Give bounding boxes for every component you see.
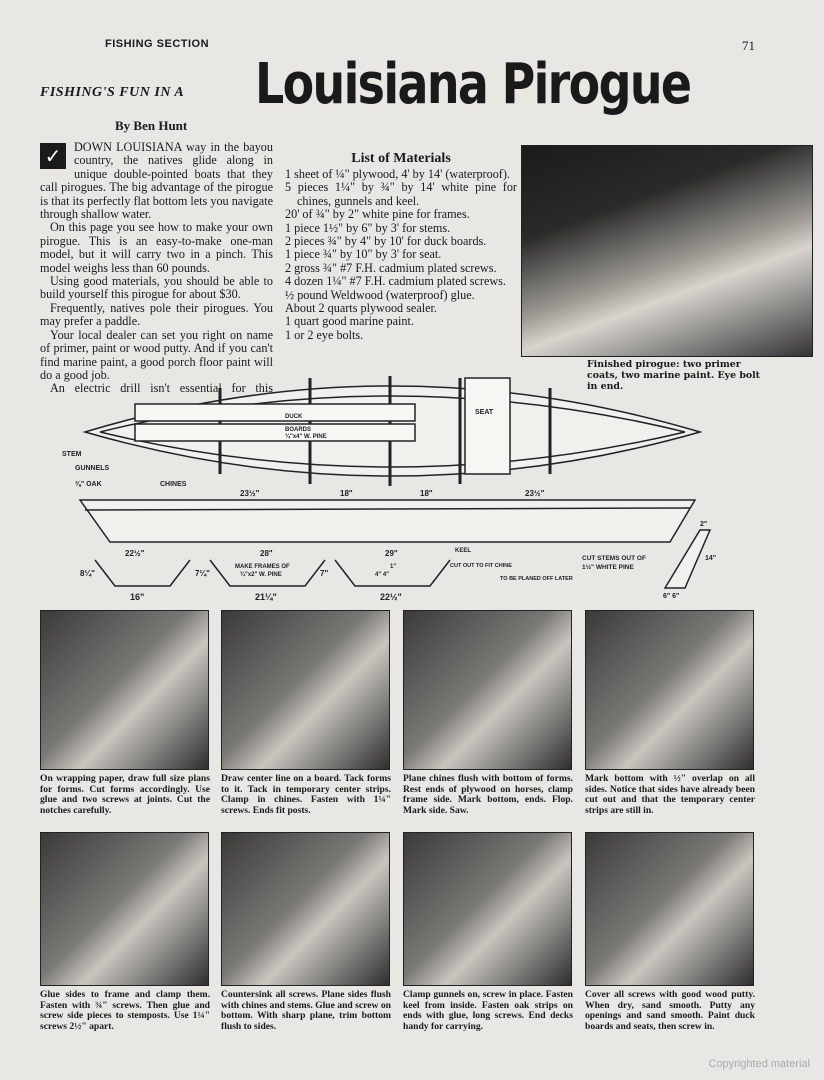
label-oak: ⅜" OAK (75, 481, 102, 488)
material-item: 2 pieces ¾" by 4" by 10' for duck boards… (285, 234, 487, 249)
frame-2-bottom-dim: 21¼" (255, 592, 277, 602)
dim-4: 23½" (525, 489, 545, 498)
material-item: 4 dozen 1¼" #7 F.H. cadmium plated screw… (285, 274, 506, 289)
step-photo (403, 610, 572, 770)
material-item: 1 sheet of ¼" plywood, 4' by 14' (waterp… (285, 167, 510, 181)
step-photo (40, 832, 209, 986)
svg-text:7¼": 7¼" (195, 569, 210, 578)
seat (464, 377, 511, 475)
paragraph: On this page you see how to make your ow… (40, 220, 273, 275)
svg-text:4" 4": 4" 4" (375, 572, 389, 578)
step-caption: Plane chines flush with bottom of forms.… (403, 773, 573, 816)
step-caption: On wrapping paper, draw full size plans … (40, 773, 210, 816)
paragraph: An electric drill isn't essential for th… (40, 382, 273, 396)
dim-2: 18" (340, 489, 353, 498)
label-duck: DUCK (285, 414, 303, 420)
label-gunnels: GUNNELS (75, 465, 110, 472)
material-item: 1 quart good marine paint. (285, 314, 414, 329)
kicker: FISHING'S FUN IN A (40, 85, 185, 100)
label-keel: KEEL (455, 548, 471, 554)
step-caption: Cover all screws with good wood putty. W… (585, 989, 755, 1032)
svg-text:6" 6": 6" 6" (663, 593, 679, 600)
paragraph-text: DOWN LOUISIANA way in the bayou country,… (40, 140, 273, 222)
frame-3-section: 22½" 8¼" 16" (80, 549, 191, 602)
dim-3: 18" (420, 489, 433, 498)
label-seat: SEAT (475, 409, 494, 416)
duck-board (134, 423, 416, 442)
material-item: 1 piece 1½" by 6" by 3' for stems. (285, 220, 451, 235)
pirogue-plan-diagram: DUCK BOARDS ¾"x4" W. PINE SEAT STEM GUNN… (62, 376, 716, 602)
byline: By Ben Hunt (115, 118, 188, 133)
svg-text:2": 2" (700, 521, 707, 528)
article-title: Louisiana Pirogue (255, 52, 692, 117)
label-boards-spec: ¾"x4" W. PINE (285, 433, 327, 440)
label-chines: CHINES (160, 481, 187, 488)
svg-text:¾"x2" W. PINE: ¾"x2" W. PINE (240, 571, 282, 578)
step-photo (403, 832, 572, 986)
frame-1-bottom-dim: 22½" (380, 592, 402, 602)
stem-piece (663, 529, 712, 589)
step-caption: Countersink all screws. Plane sides flus… (221, 989, 391, 1032)
material-item: ½ pound Weldwood (waterproof) glue. (285, 287, 475, 302)
article-column-2: List of Materials 1 sheet of ¼" plywood,… (285, 141, 517, 342)
step-photo (221, 610, 390, 770)
svg-text:29": 29" (385, 549, 398, 558)
step-photo (585, 610, 754, 770)
copyright-watermark: Copyrighted material (708, 1058, 811, 1070)
materials-list: 1 sheet of ¼" plywood, 4' by 14' (waterp… (285, 167, 517, 342)
paragraph: Using good materials, you should be able… (40, 274, 273, 302)
page-number: 71 (742, 38, 755, 53)
frame-3-bottom-dim: 16" (130, 592, 144, 602)
step-caption: Draw center line on a board. Tack forms … (221, 773, 391, 816)
step-photo (40, 610, 209, 770)
step-caption: Clamp gunnels on, screw in place. Fasten… (403, 989, 573, 1032)
paragraph: Your local dealer can set you right on n… (40, 327, 273, 382)
svg-text:MAKE FRAMES OF: MAKE FRAMES OF (235, 564, 290, 570)
material-item: 2 gross ¾" #7 F.H. cadmium plated screws… (285, 260, 497, 275)
label-planed: TO BE PLANED OFF LATER (500, 576, 573, 582)
material-item: 1 or 2 eye bolts. (285, 327, 364, 342)
svg-text:1": 1" (390, 564, 396, 570)
hull-side-view (78, 499, 697, 543)
paragraph: ✓DOWN LOUISIANA way in the bayou country… (40, 140, 273, 222)
step-photo (221, 832, 390, 986)
svg-text:14": 14" (705, 555, 716, 562)
svg-text:8¼": 8¼" (80, 569, 95, 578)
svg-text:7": 7" (320, 569, 328, 578)
frame-2-section: 28" 7¼" MAKE FRAMES OF¾"x2" W. PINE 21¼" (195, 549, 326, 602)
material-item: 1 piece ¾" by 10" by 3' for seat. (285, 247, 442, 262)
frame-1-section: 29" 7" 1"4" 4" 22½" (320, 549, 451, 602)
photo-caption: Finished pirogue: two primer coats, two … (587, 359, 761, 392)
checkmark-icon: ✓ (40, 143, 66, 169)
step-caption: Glue sides to frame and clamp them. Fast… (40, 989, 210, 1032)
svg-text:28": 28" (260, 549, 273, 558)
hull-inner-line (99, 395, 686, 468)
material-item: 20' of ¾" by 2" white pine for frames. (285, 207, 470, 222)
label-stems: CUT STEMS OUT OF (582, 555, 646, 562)
material-item: About 2 quarts plywood sealer. (285, 301, 437, 316)
svg-text:22½": 22½" (125, 549, 145, 558)
dim-1: 23½" (240, 489, 260, 498)
label-cut-chine: CUT OUT TO FIT CHINE (450, 563, 512, 569)
paragraph: Frequently, natives pole their pirogues.… (40, 300, 273, 329)
step-photo (585, 832, 754, 986)
material-item: 5 pieces 1¼" by ¾" by 14' white pine for… (285, 180, 517, 208)
label-stem: STEM (62, 451, 82, 458)
step-caption: Mark bottom with ½" overlap on all sides… (585, 773, 755, 816)
materials-title: List of Materials (351, 151, 451, 166)
article-column-1: ✓DOWN LOUISIANA way in the bayou country… (40, 140, 273, 396)
label-boards: BOARDS (285, 427, 311, 433)
duck-board (134, 403, 416, 422)
label-stems-2: 1½" WHITE PINE (582, 563, 635, 571)
finished-pirogue-photo (521, 145, 813, 357)
section-header: FISHING SECTION (105, 38, 210, 50)
